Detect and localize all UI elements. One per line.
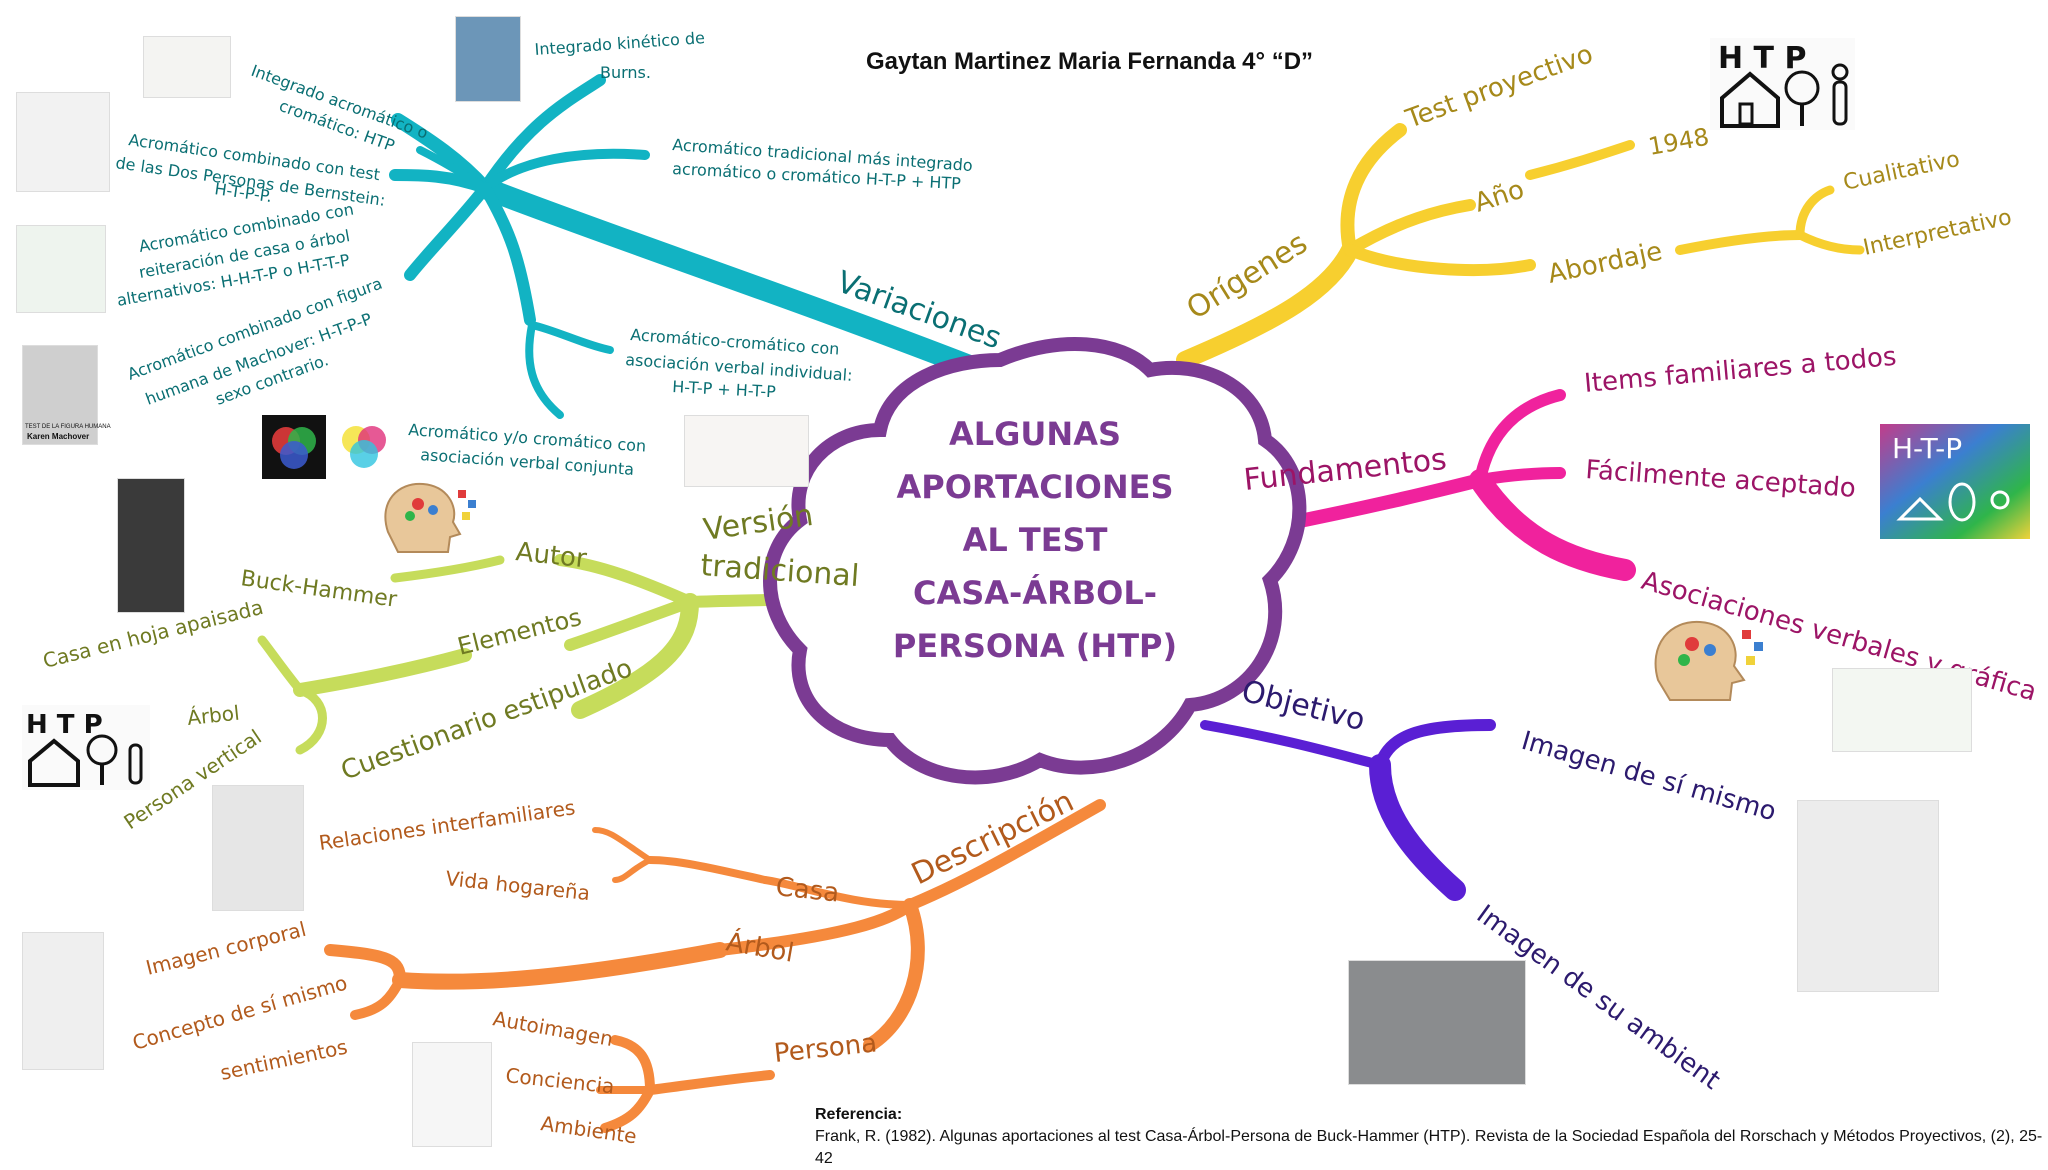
child-chalk-photo: [1348, 960, 1526, 1085]
origenes-interpretativo: Interpretativo: [1861, 205, 2014, 261]
descripcion-arbol-1: Imagen corporal: [143, 917, 308, 980]
descripcion-casa-2: Vida hogareña: [444, 866, 591, 905]
descripcion-persona: Persona: [773, 1028, 879, 1069]
center-line-5: PERSONA (HTP): [893, 627, 1177, 665]
descripcion-persona-1: Autoimagen: [491, 1006, 615, 1051]
origenes-anio: Año: [1471, 175, 1528, 219]
color-wheel-icon: [262, 415, 326, 479]
htp-logo-left-text: H T P: [26, 710, 103, 740]
sketch-couple: [16, 92, 110, 192]
brain-head-right-icon: [1654, 620, 1763, 701]
version-branch: [257, 554, 896, 755]
author-name: Gaytan Martinez Maria Fernanda 4° “D”: [866, 48, 1314, 75]
person-sketch-right: [1797, 800, 1939, 992]
version-autor: Autor: [514, 537, 588, 574]
fundamentos-branch: [1273, 389, 1636, 581]
house-sketch: [212, 785, 304, 911]
htp-banner-icon: H-T-P: [1880, 424, 2030, 539]
color-wheel-light-icon: [342, 426, 386, 468]
htp-logo-text: H T P: [1718, 41, 1806, 76]
palm-tree-sketch: [22, 932, 104, 1070]
version-elemento-arbol: Árbol: [186, 701, 241, 730]
origenes-test: Test proyectivo: [1401, 39, 1597, 135]
reference: Referencia: Frank, R. (1982). Algunas ap…: [815, 1104, 2048, 1170]
drawing-thumbnail: [143, 36, 231, 98]
objetivo-label: Objetivo: [1238, 674, 1368, 738]
version-autor-value: Buck-Hammer: [239, 566, 399, 613]
child-drawing-photo: [1832, 668, 1972, 752]
center-line-4: CASA-ÁRBOL-: [913, 574, 1157, 612]
book-cover-kinetic: [455, 16, 521, 102]
htp-logo-left-icon: H T P: [22, 705, 150, 790]
origenes-branch: [1176, 123, 1865, 369]
reference-title: Referencia:: [815, 1106, 903, 1123]
brain-head-icon: [384, 482, 476, 553]
descripcion-arbol-3: sentimientos: [218, 1035, 349, 1085]
center-line-3: AL TEST: [963, 521, 1108, 559]
variaciones-kinetico-1: Integrado kinético de: [534, 28, 706, 59]
person-sketch: [412, 1042, 492, 1147]
reference-text: Frank, R. (1982). Algunas aportaciones a…: [815, 1128, 2043, 1167]
fundamentos-item-1: Items familiares a todos: [1583, 342, 1898, 399]
htp-banner-text: H-T-P: [1892, 432, 1962, 465]
descripcion-persona-2: Conciencia: [504, 1063, 615, 1098]
book-author: Karen Machover: [27, 432, 90, 441]
origenes-anio-value: 1948: [1646, 123, 1711, 161]
version-elementos: Elementos: [455, 603, 585, 661]
origenes-abordaje: Abordaje: [1545, 236, 1665, 289]
house-drawing-photo: [684, 415, 809, 487]
descripcion-casa: Casa: [774, 872, 840, 908]
variaciones-individual-3: H-T-P + H-T-P: [672, 377, 777, 401]
book-caption: TEST DE LA FIGURA HUMANA: [25, 424, 111, 430]
origenes-cualitativo: Cualitativo: [1841, 147, 1962, 196]
fundamentos-item-2: Fácilmente aceptado: [1585, 455, 1857, 504]
central-topic: ALGUNAS APORTACIONES AL TEST CASA-ÁRBOL-…: [763, 337, 1307, 785]
slide-tree: [16, 225, 106, 313]
center-line-1: ALGUNAS: [949, 415, 1121, 453]
center-line-2: APORTACIONES: [896, 468, 1173, 506]
htp-logo-icon: H T P: [1710, 38, 1855, 130]
author-portrait: [117, 478, 185, 613]
descripcion-arbol: Árbol: [724, 925, 797, 968]
variaciones-branch: [389, 74, 996, 419]
descripcion-casa-1: Relaciones interfamiliares: [317, 795, 576, 855]
objetivo-item-1: Imagen de sí mismo: [1518, 726, 1779, 827]
objetivo-branch: [1200, 719, 1496, 901]
book-cover-machover: TEST DE LA FIGURA HUMANA Karen Machover: [22, 345, 111, 445]
variaciones-kinetico-2: Burns.: [600, 63, 651, 82]
descripcion-branch: [324, 799, 1106, 1133]
